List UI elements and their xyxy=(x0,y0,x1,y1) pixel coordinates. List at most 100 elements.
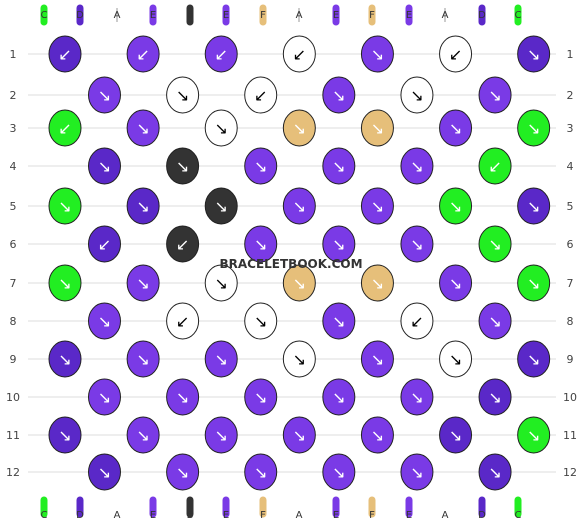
knot xyxy=(517,35,551,73)
knot xyxy=(322,453,356,491)
knot-arrow: ↘ xyxy=(215,350,228,369)
row-label-right: 9 xyxy=(567,353,574,366)
knot-arrow: ↘ xyxy=(488,312,501,331)
top-strand-label: E xyxy=(223,10,229,21)
knot xyxy=(204,264,238,302)
knot xyxy=(126,340,160,378)
knot-arrow: ↘ xyxy=(293,119,306,138)
knot xyxy=(48,264,82,302)
knot-arrow: ↘ xyxy=(527,45,540,64)
row-label-right: 2 xyxy=(567,89,574,102)
knot xyxy=(244,378,278,416)
top-strand-label: A xyxy=(114,10,121,21)
knot-arrow: ↙ xyxy=(254,86,267,105)
knot-arrow: ↘ xyxy=(136,119,149,138)
row-label-right: 8 xyxy=(567,315,574,328)
knot xyxy=(166,302,200,340)
top-strand-label: C xyxy=(515,10,522,21)
knot xyxy=(360,264,394,302)
knot-arrow: ↘ xyxy=(371,119,384,138)
knot xyxy=(282,416,316,454)
knot-arrow: ↘ xyxy=(176,157,189,176)
row-label-left: 11 xyxy=(6,429,20,442)
knot xyxy=(48,35,82,73)
knot-arrow: ↘ xyxy=(332,86,345,105)
knot-arrow: ↘ xyxy=(254,235,267,254)
top-strand-label: A xyxy=(296,10,303,21)
row-label-left: 12 xyxy=(6,466,20,479)
knot xyxy=(48,109,82,147)
knot-arrow: ↘ xyxy=(371,197,384,216)
knot-arrow: ↙ xyxy=(293,45,306,64)
bottom-strand-label: D xyxy=(76,510,84,521)
knot xyxy=(439,35,473,73)
knot-arrow: ↘ xyxy=(215,274,228,293)
top-strand-label: F xyxy=(260,10,266,21)
knot xyxy=(204,35,238,73)
knot-arrow: ↘ xyxy=(176,388,189,407)
knot-arrow: ↙ xyxy=(410,312,423,331)
knot-arrow: ↘ xyxy=(332,235,345,254)
knot xyxy=(478,302,512,340)
knot-arrow: ↘ xyxy=(371,426,384,445)
knot xyxy=(517,264,551,302)
bottom-strand-label: E xyxy=(406,510,412,521)
knot xyxy=(360,416,394,454)
knot-arrow: ↘ xyxy=(58,426,71,445)
knot-arrow: ↘ xyxy=(215,426,228,445)
top-strand-label: B xyxy=(187,10,194,21)
knot xyxy=(360,340,394,378)
bottom-strand-label: A xyxy=(114,510,121,521)
knot xyxy=(478,147,512,185)
bottom-strand-label: B xyxy=(187,510,194,521)
knot xyxy=(360,109,394,147)
bottom-strand-label: F xyxy=(369,510,375,521)
knot-arrow: ↘ xyxy=(410,86,423,105)
top-strand-label: D xyxy=(478,10,486,21)
row-label-left: 1 xyxy=(10,48,17,61)
bottom-strand-label: F xyxy=(260,510,266,521)
knot-arrow: ↘ xyxy=(332,463,345,482)
knot xyxy=(88,225,121,263)
knot xyxy=(126,264,160,302)
bottom-strand-label: E xyxy=(333,510,339,521)
knot xyxy=(439,416,473,454)
knot-arrow: ↘ xyxy=(254,463,267,482)
knot xyxy=(439,340,473,378)
knot xyxy=(400,147,434,185)
knot xyxy=(400,302,434,340)
row-label-left: 7 xyxy=(10,277,17,290)
knot-arrow: ↘ xyxy=(371,350,384,369)
knot-arrow: ↘ xyxy=(98,157,111,176)
knot xyxy=(400,453,434,491)
knot xyxy=(244,302,278,340)
knot-arrow: ↘ xyxy=(254,157,267,176)
knot xyxy=(204,187,238,225)
knot xyxy=(400,225,434,263)
knot xyxy=(322,302,356,340)
knot-arrow: ↘ xyxy=(410,463,423,482)
knot-arrow: ↘ xyxy=(527,119,540,138)
knot-arrow: ↘ xyxy=(332,388,345,407)
row-label-right: 4 xyxy=(567,160,574,173)
knot-arrow: ↘ xyxy=(58,197,71,216)
knot xyxy=(126,187,160,225)
knot-arrow: ↘ xyxy=(254,312,267,331)
row-label-right: 5 xyxy=(567,200,574,213)
knot xyxy=(166,147,200,185)
knot xyxy=(204,416,238,454)
knot-arrow: ↘ xyxy=(215,119,228,138)
row-label-left: 3 xyxy=(10,122,17,135)
knot xyxy=(88,453,121,491)
knot-arrow: ↘ xyxy=(449,350,462,369)
knot-arrow: ↘ xyxy=(136,274,149,293)
knot-arrow: ↘ xyxy=(293,197,306,216)
knot-arrow: ↘ xyxy=(371,45,384,64)
knot xyxy=(478,76,512,114)
knot-arrow: ↘ xyxy=(488,235,501,254)
knot xyxy=(478,225,512,263)
knot xyxy=(322,225,356,263)
knot xyxy=(439,109,473,147)
